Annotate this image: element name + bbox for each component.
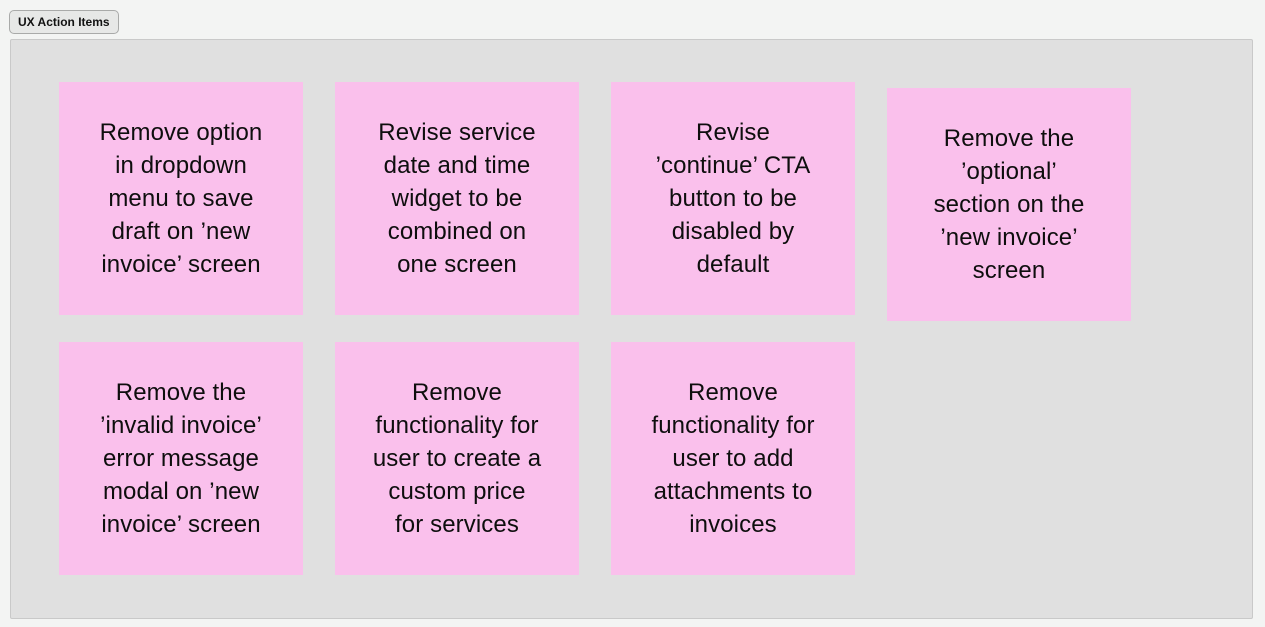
sticky-note[interactable]: Remove option in dropdown menu to save d… — [59, 82, 303, 315]
board-canvas[interactable]: Remove option in dropdown menu to save d… — [10, 39, 1253, 619]
sticky-note[interactable]: Remove functionality for user to add att… — [611, 342, 855, 575]
sticky-note-text: Remove option in dropdown menu to save d… — [99, 119, 263, 278]
sticky-note-text: Remove the ’optional’ section on the ’ne… — [933, 125, 1085, 284]
ux-action-items-button-label: UX Action Items — [18, 15, 110, 29]
sticky-note-text: Revise ’continue’ CTA button to be disab… — [655, 119, 811, 278]
sticky-note[interactable]: Remove the ’invalid invoice’ error messa… — [59, 342, 303, 575]
sticky-note-text: Remove functionality for user to create … — [372, 379, 542, 538]
sticky-note-text: Remove functionality for user to add att… — [651, 379, 815, 538]
ux-action-items-button[interactable]: UX Action Items — [9, 10, 119, 34]
sticky-note[interactable]: Revise service date and time widget to b… — [335, 82, 579, 315]
sticky-note[interactable]: Revise ’continue’ CTA button to be disab… — [611, 82, 855, 315]
sticky-note[interactable]: Remove functionality for user to create … — [335, 342, 579, 575]
sticky-note-text: Remove the ’invalid invoice’ error messa… — [100, 379, 262, 538]
sticky-note[interactable]: Remove the ’optional’ section on the ’ne… — [887, 88, 1131, 321]
sticky-note-text: Revise service date and time widget to b… — [378, 119, 536, 278]
